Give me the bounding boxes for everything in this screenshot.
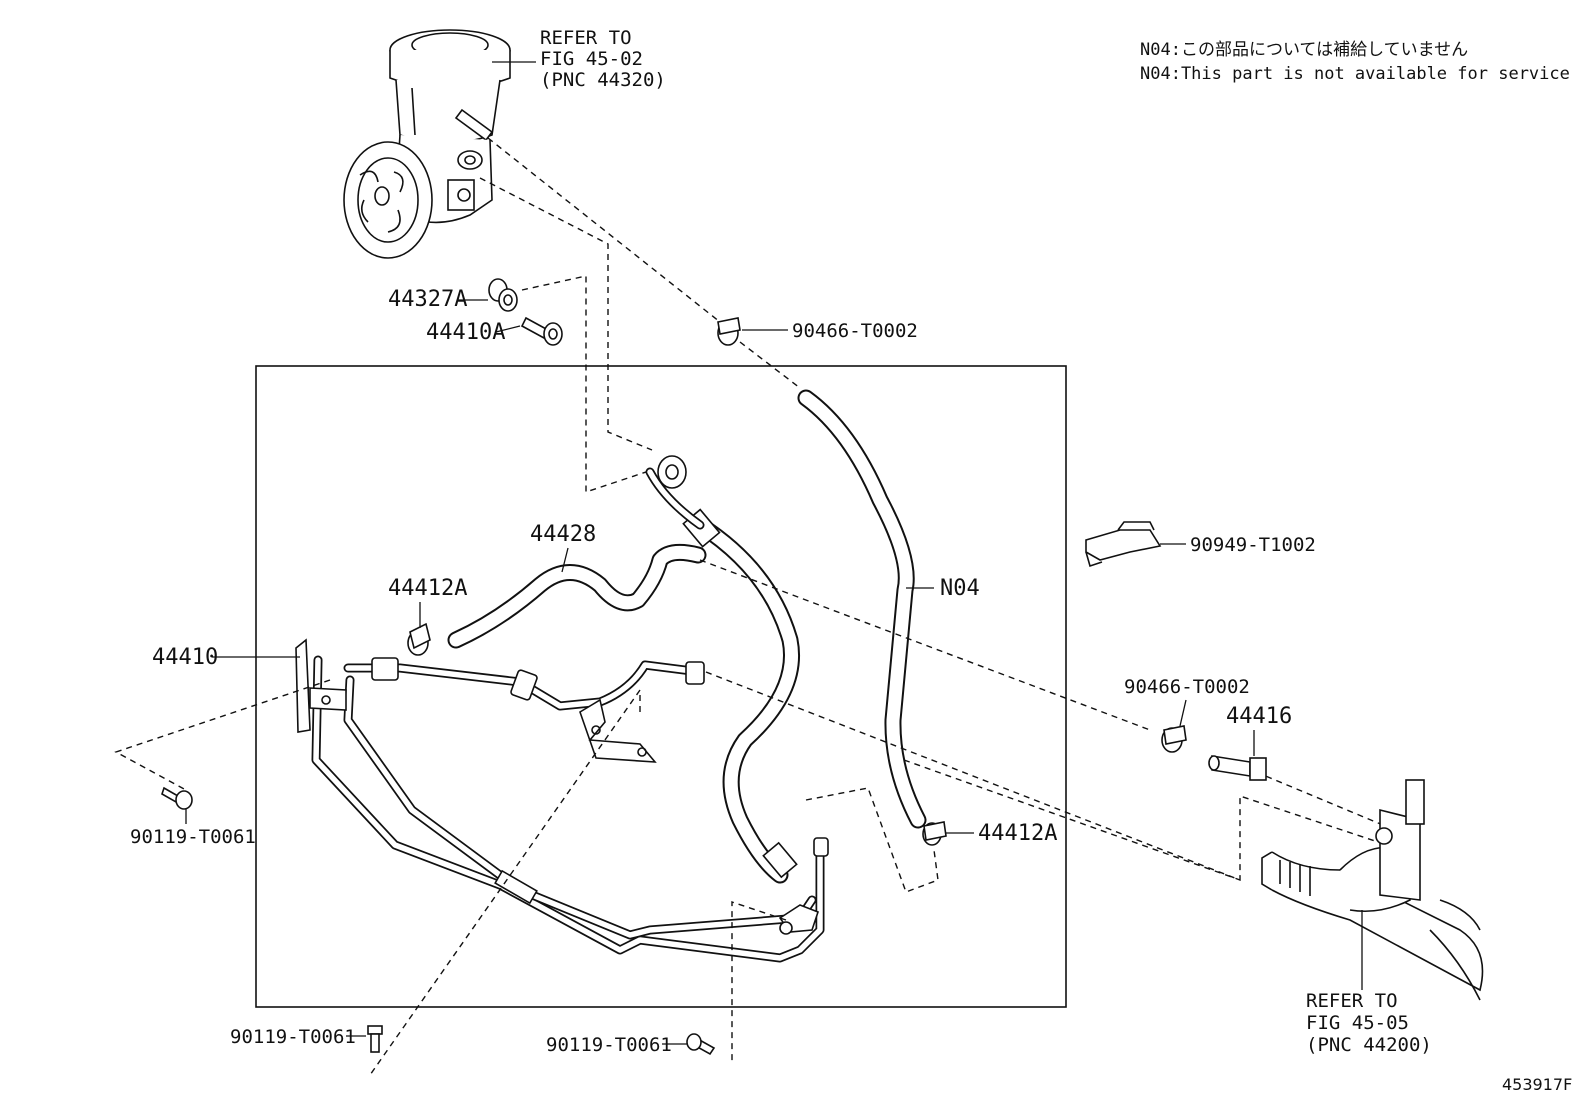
- label-90466-top: 90466-T0002: [792, 320, 918, 342]
- dash-return-hose-to-clamp: [699, 559, 1151, 731]
- bolt-icon[interactable]: [367, 1025, 383, 1053]
- label-90119-bottom-mid: 90119-T0061: [546, 1034, 672, 1056]
- assembly-group-box: [255, 365, 1067, 1008]
- rack-ref-line2: FIG 45-05: [1306, 1012, 1409, 1034]
- label-90466-right: 90466-T0002: [1124, 676, 1250, 698]
- label-44410a: 44410A: [426, 320, 505, 345]
- pump-ref-line2: FIG 45-02: [540, 48, 643, 70]
- leader-44410a: [495, 325, 521, 333]
- dash-clamp-to-return-hose: [739, 341, 801, 389]
- power-steering-pump-icon[interactable]: [343, 29, 511, 259]
- label-44412a-left: 44412A: [388, 576, 467, 601]
- pump-ref-line3: (PNC 44320): [540, 69, 666, 91]
- dash-mid-bracket-bolt: [369, 687, 641, 1076]
- hose-icon[interactable]: [797, 389, 927, 829]
- dash-union-bolt-to-fitting: [521, 275, 653, 493]
- note-n04-en: N04:This part is not available for servi…: [1140, 64, 1570, 84]
- hose-clamp-icon[interactable]: [1085, 521, 1162, 568]
- diagram-code: 453917F: [1502, 1075, 1572, 1094]
- bolt-icon[interactable]: [686, 1033, 716, 1056]
- label-n04: N04: [940, 576, 980, 601]
- label-90119-bottom-left: 90119-T0061: [230, 1026, 356, 1048]
- hose-clamp-icon[interactable]: [407, 622, 431, 656]
- gasket-icon[interactable]: [488, 278, 518, 312]
- label-44410: 44410: [152, 645, 218, 670]
- label-90949: 90949-T1002: [1190, 534, 1316, 556]
- pump-ref-line1: REFER TO: [540, 27, 632, 49]
- rack-ref-line3: (PNC 44200): [1306, 1034, 1432, 1056]
- label-44412a-right: 44412A: [978, 821, 1057, 846]
- hose-clamp-icon[interactable]: [922, 821, 947, 846]
- label-44416: 44416: [1226, 704, 1292, 729]
- dash-pump-to-pressure-fitting: [479, 177, 653, 451]
- label-44327a: 44327A: [388, 287, 467, 312]
- hose-icon[interactable]: [447, 543, 707, 649]
- pressure-hose[interactable]: [682, 508, 800, 884]
- note-n04-jp: N04:この部品については補給していません: [1140, 40, 1468, 60]
- pressure-pipe-icon[interactable]: [295, 638, 829, 963]
- dash-pressure-pipe-to-rack: [705, 671, 1379, 882]
- label-44428: 44428: [530, 522, 596, 547]
- leader-44428: [561, 547, 569, 573]
- rack-ref-line1: REFER TO: [1306, 990, 1398, 1012]
- label-90119-left: 90119-T0061: [130, 826, 256, 848]
- union-bolt-icon[interactable]: [520, 316, 563, 346]
- bolt-icon[interactable]: [161, 786, 193, 810]
- hose-clamp-icon[interactable]: [1161, 725, 1187, 753]
- dash-union-to-rack: [1255, 771, 1391, 829]
- hose-clamp-icon[interactable]: [717, 317, 741, 346]
- pressure-fitting[interactable]: [645, 455, 705, 530]
- leader-90466-right: [1179, 699, 1187, 727]
- steering-rack-icon[interactable]: [1261, 779, 1484, 1001]
- union-bolt-icon[interactable]: [1208, 755, 1267, 781]
- dash-lower-bracket-bolt: [731, 901, 787, 1064]
- dash-left-bracket-bolt: [114, 679, 331, 791]
- dash-pump-to-clamp: [487, 137, 721, 323]
- dash-return-pipe-to-rack: [903, 759, 1241, 881]
